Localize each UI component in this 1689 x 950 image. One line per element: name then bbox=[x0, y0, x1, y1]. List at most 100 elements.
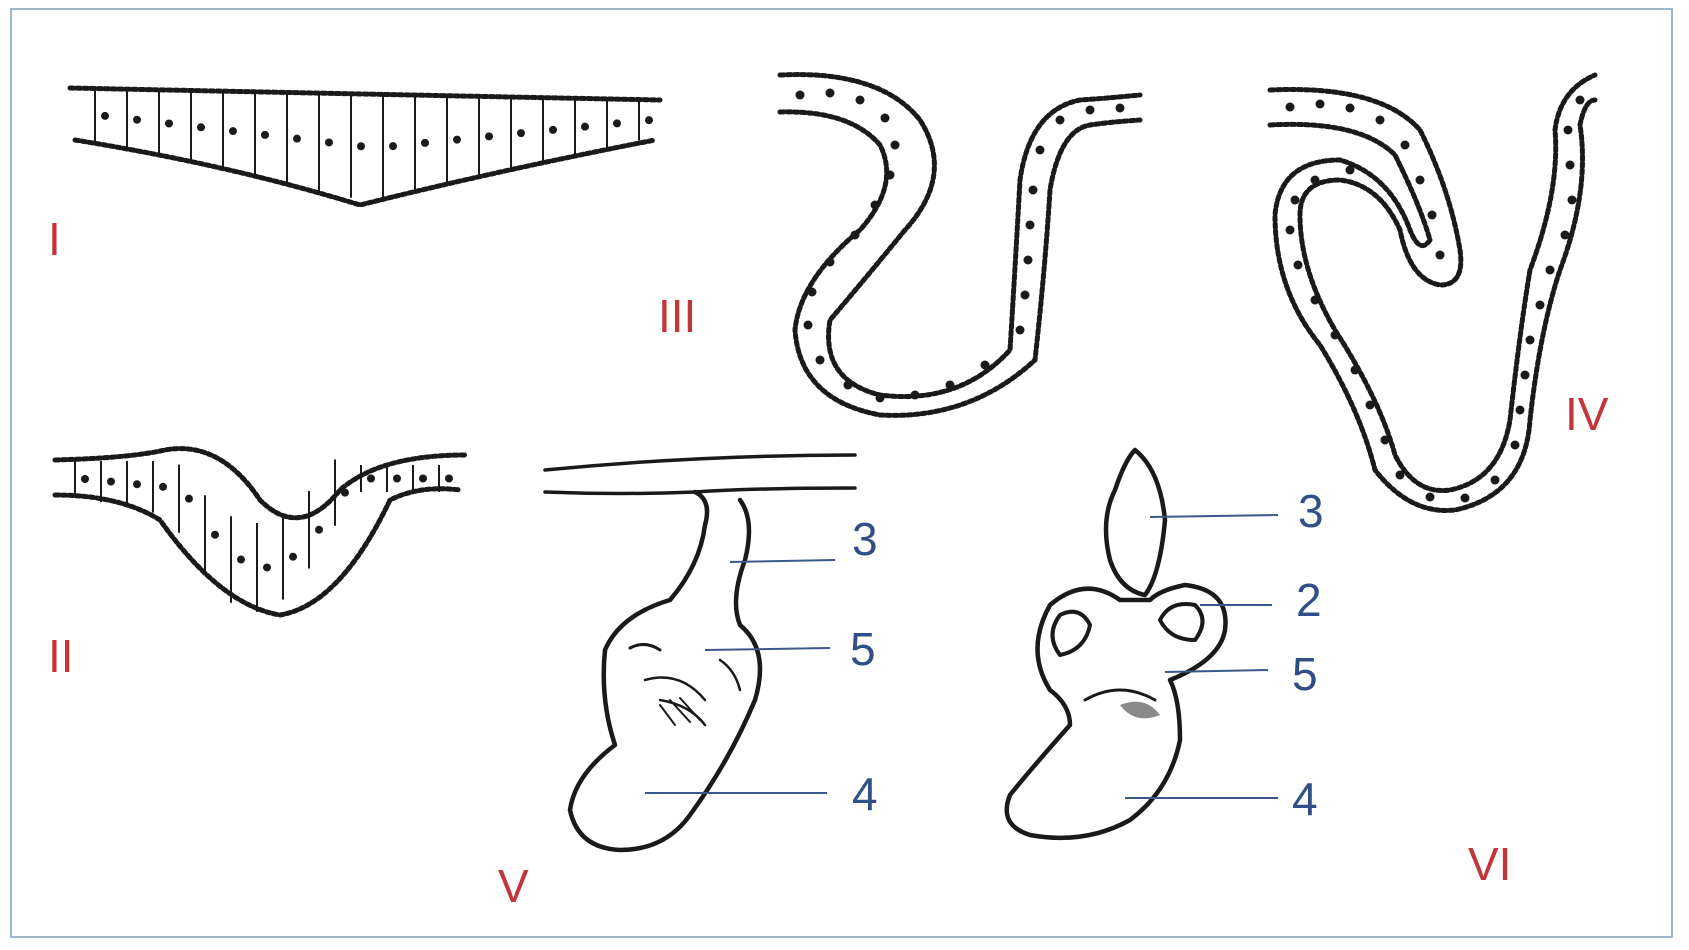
stage-i-placode bbox=[70, 88, 660, 205]
part-label-vi-5: 5 bbox=[1292, 648, 1318, 700]
cell-nucleus bbox=[1381, 436, 1390, 445]
leader-v-5 bbox=[705, 648, 830, 650]
cell-nucleus bbox=[1376, 116, 1385, 125]
part-label-v-5: 5 bbox=[850, 623, 876, 675]
stage-label-vi: VI bbox=[1468, 838, 1511, 890]
stage-vi-otic-vesicle bbox=[1007, 450, 1226, 838]
cell-nucleus bbox=[1311, 296, 1320, 305]
cell-nucleus bbox=[808, 288, 817, 297]
cell-nucleus bbox=[886, 171, 895, 180]
stage-label-iii: III bbox=[658, 290, 696, 342]
stage-iv-vesicle bbox=[1270, 75, 1595, 511]
leader-lines bbox=[645, 515, 1278, 798]
cell-nucleus bbox=[1396, 471, 1405, 480]
cell-nucleus bbox=[1021, 291, 1030, 300]
cell-nucleus bbox=[1561, 231, 1570, 240]
cell-nucleus bbox=[826, 89, 835, 98]
cell-nucleus bbox=[101, 112, 109, 120]
cell-nucleus bbox=[851, 231, 860, 240]
cell-nucleus bbox=[1366, 401, 1375, 410]
leader-vi-5 bbox=[1165, 670, 1268, 672]
cell-nucleus bbox=[844, 381, 853, 390]
cell-nucleus bbox=[1526, 336, 1535, 345]
cell-nucleus bbox=[1116, 104, 1125, 113]
cell-nucleus bbox=[261, 131, 269, 139]
cell-nucleus bbox=[1331, 331, 1340, 340]
cell-nucleus bbox=[1086, 106, 1095, 115]
cell-nucleus bbox=[1029, 186, 1038, 195]
cell-nucleus bbox=[1426, 493, 1435, 502]
part-label-vi-4: 4 bbox=[1292, 773, 1318, 825]
cell-nucleus bbox=[613, 119, 621, 127]
cell-nucleus bbox=[1491, 476, 1500, 485]
cell-nucleus bbox=[133, 480, 141, 488]
cell-nucleus bbox=[826, 258, 835, 267]
cell-nucleus bbox=[197, 123, 205, 131]
cell-nucleus bbox=[1291, 196, 1300, 205]
cell-nucleus bbox=[517, 129, 525, 137]
cell-nucleus bbox=[159, 483, 167, 491]
cell-nucleus bbox=[445, 475, 453, 483]
part-label-v-4: 4 bbox=[852, 768, 878, 820]
cell-nucleus bbox=[856, 96, 865, 105]
cell-nucleus bbox=[293, 135, 301, 143]
cell-nucleus bbox=[453, 136, 461, 144]
stage-label-v: V bbox=[498, 860, 529, 912]
cell-nucleus bbox=[1036, 146, 1045, 155]
cell-nucleus bbox=[107, 478, 115, 486]
cell-nucleus bbox=[315, 526, 323, 534]
cell-nucleus bbox=[1286, 226, 1295, 235]
cell-nucleus bbox=[165, 119, 173, 127]
stage-label-i: I bbox=[48, 213, 61, 265]
cell-nucleus bbox=[357, 142, 365, 150]
cell-nucleus bbox=[881, 114, 890, 123]
cell-nucleus bbox=[1566, 161, 1575, 170]
cell-nucleus bbox=[81, 475, 89, 483]
stage-ii-cells bbox=[75, 459, 453, 611]
cell-nucleus bbox=[1286, 103, 1295, 112]
cell-nucleus bbox=[796, 91, 805, 100]
cell-nucleus bbox=[341, 489, 349, 497]
cell-nucleus bbox=[876, 394, 885, 403]
cell-nucleus bbox=[325, 138, 333, 146]
cell-nucleus bbox=[1401, 141, 1410, 150]
cell-nucleus bbox=[1516, 406, 1525, 415]
cell-nucleus bbox=[1346, 166, 1355, 175]
cell-nucleus bbox=[289, 553, 297, 561]
stage-v-otocyst bbox=[545, 455, 855, 850]
cell-nucleus bbox=[1576, 96, 1585, 105]
cell-nucleus bbox=[981, 361, 990, 370]
cell-nucleus bbox=[1416, 176, 1425, 185]
cell-nucleus bbox=[229, 127, 237, 135]
stage-label-ii: II bbox=[48, 630, 74, 682]
cell-nucleus bbox=[1346, 104, 1355, 113]
cell-nucleus bbox=[485, 132, 493, 140]
cell-nucleus bbox=[185, 495, 193, 503]
cell-nucleus bbox=[891, 141, 900, 150]
cell-nucleus bbox=[1056, 116, 1065, 125]
cell-nucleus bbox=[946, 381, 955, 390]
part-label-vi-3: 3 bbox=[1298, 485, 1324, 537]
cell-nucleus bbox=[581, 123, 589, 131]
cell-nucleus bbox=[1546, 266, 1555, 275]
cell-nucleus bbox=[237, 556, 245, 564]
cell-nucleus bbox=[1294, 261, 1303, 270]
cell-nucleus bbox=[816, 356, 825, 365]
cell-nucleus bbox=[1311, 176, 1320, 185]
cell-nucleus bbox=[263, 563, 271, 571]
stage-label-iv: IV bbox=[1565, 388, 1609, 440]
cell-nucleus bbox=[419, 475, 427, 483]
cell-nucleus bbox=[549, 126, 557, 134]
cell-nucleus bbox=[645, 116, 653, 124]
cell-nucleus bbox=[1316, 100, 1325, 109]
cell-nucleus bbox=[1024, 256, 1033, 265]
cell-nucleus bbox=[1536, 301, 1545, 310]
cell-nucleus bbox=[1351, 366, 1360, 375]
cell-nucleus bbox=[1461, 494, 1470, 503]
stage-ii-pit bbox=[55, 449, 465, 615]
stage-iii-cup bbox=[780, 75, 1140, 416]
cell-nucleus bbox=[1436, 251, 1445, 260]
cell-nucleus bbox=[1428, 211, 1437, 220]
cell-nucleus bbox=[421, 139, 429, 147]
